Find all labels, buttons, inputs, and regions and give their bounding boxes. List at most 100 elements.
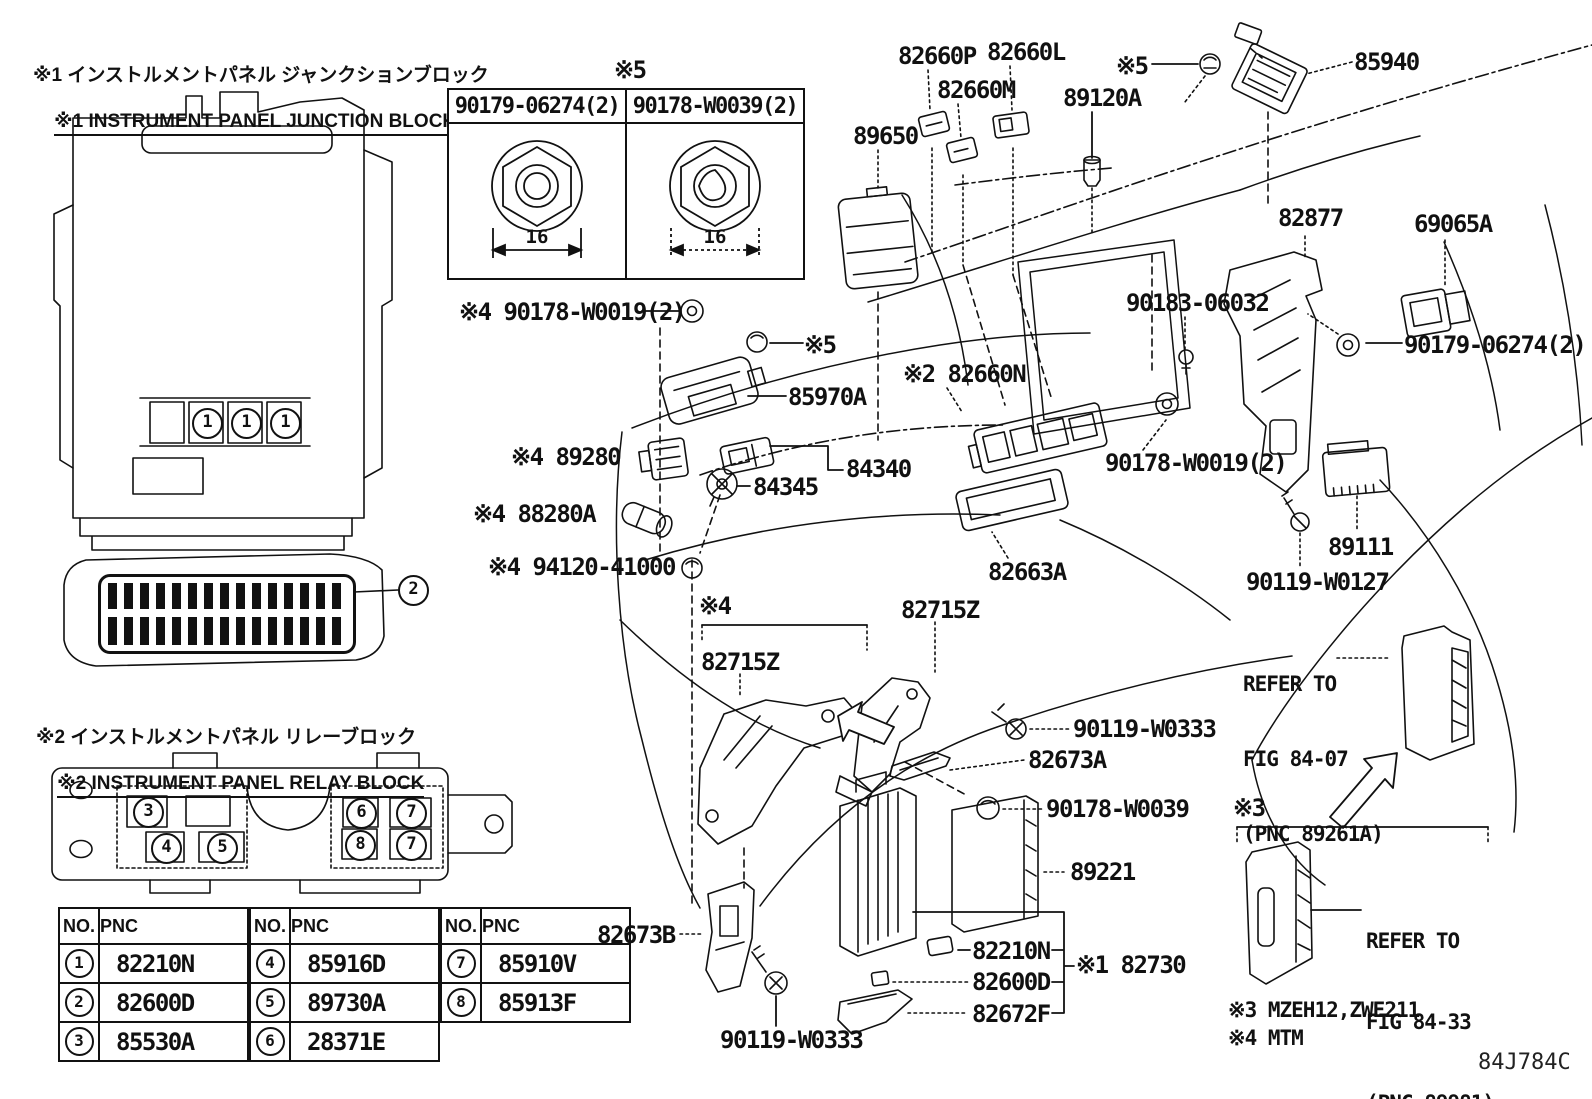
part-label-82715z-a: 82715Z	[701, 648, 780, 676]
junction-block-header: ※1 インストルメントパネル ジャンクションブロック ※1 INSTRUMENT…	[33, 18, 489, 159]
part-label-82672f: 82672F	[972, 1000, 1051, 1028]
junction-block-drawing	[53, 91, 393, 551]
arrow-right-icon	[837, 701, 895, 745]
part-label-82715z-b: 82715Z	[901, 596, 980, 624]
relay-header-en: ※2 INSTRUMENT PANEL RELAY BLOCK	[57, 772, 425, 798]
callout-junction-1c: 1	[270, 408, 301, 439]
part-label-note5-top: ※5	[1116, 52, 1149, 80]
refer-fig-84-07: REFER TO FIG 84-07 (PNC 89261A)	[1243, 672, 1384, 846]
part-label-82673a: 82673A	[1028, 746, 1107, 774]
callout-relay-3: 3	[133, 797, 164, 828]
connector-pins	[98, 574, 356, 654]
part-label-note4-box: ※4	[699, 592, 732, 620]
bracket-82673b	[705, 881, 755, 993]
part-label-note5-mid: ※5	[804, 331, 837, 359]
callout-relay-8: 8	[345, 830, 376, 861]
callout-relay-6: 6	[346, 798, 377, 829]
pnc-col-pnc: PNC	[98, 907, 249, 945]
part-label-82210n: 82210N	[972, 937, 1051, 965]
module-89111	[1321, 439, 1391, 498]
part-label-82660m: 82660M	[937, 76, 1016, 104]
arrow-up-right-icon	[1329, 752, 1398, 829]
part-label-82600d: 82600D	[972, 968, 1051, 996]
nut-col-1: 90179-06274(2)	[447, 88, 627, 124]
part-label-note4-mtm: ※4 MTM	[1228, 1026, 1304, 1050]
module-85940	[1231, 43, 1308, 115]
junction-header-ja: ※1 インストルメントパネル ジャンクションブロック	[33, 65, 489, 86]
solid-leaders	[641, 63, 1489, 1027]
direction-arrows	[837, 701, 1398, 829]
part-label-89120a: 89120A	[1063, 84, 1142, 112]
dotted-leaders	[679, 61, 1489, 1014]
callout-junction-1b: 1	[231, 408, 262, 439]
svg-text:16: 16	[526, 226, 549, 248]
switch-82663a	[955, 468, 1069, 532]
part-label-84340: 84340	[846, 455, 912, 483]
part-label-82660p: 82660P	[898, 42, 977, 70]
part-label-89221: 89221	[1070, 858, 1136, 886]
module-note3	[1245, 841, 1313, 985]
part-label-90183-06032: 90183-06032	[1126, 289, 1270, 317]
callout-relay-5: 5	[207, 833, 238, 864]
refer-fig-84-33: REFER TO FIG 84-33 (PNC 89981)	[1366, 929, 1495, 1099]
part-label-note3-models: ※3 MZEH12,ZWE211	[1228, 998, 1420, 1022]
fusebox-82730	[839, 771, 917, 957]
part-label-90179-06274: 90179-06274(2)	[1404, 331, 1587, 359]
part-label-85970a: 85970A	[788, 383, 867, 411]
relay-header-ja: ※2 インストルメントパネル リレーブロック	[36, 727, 417, 748]
callout-relay-7b: 7	[396, 830, 427, 861]
part-label-90119-w0333-a: 90119-W0333	[1073, 715, 1217, 743]
switch-82660n	[967, 402, 1108, 474]
module-85970a	[660, 356, 767, 425]
part-label-82660n: ※2 82660N	[903, 360, 1027, 388]
part-label-90178-w0039: 90178-W0039	[1046, 795, 1190, 823]
connector-84340	[719, 436, 775, 475]
part-label-85940: 85940	[1354, 48, 1420, 76]
bracket-82877	[1223, 251, 1323, 493]
module-89650	[837, 186, 919, 290]
part-glyphs	[621, 22, 1475, 1035]
part-label-89650: 89650	[853, 122, 919, 150]
connector-69065a	[1400, 288, 1471, 338]
bracket-82673a	[889, 751, 951, 781]
part-label-84345: 84345	[753, 473, 819, 501]
junction-header-en: ※1 INSTRUMENT PANEL JUNCTION BLOCK	[54, 110, 457, 136]
part-label-89111: 89111	[1328, 533, 1394, 561]
callout-junction-1a: 1	[192, 408, 223, 439]
part-label-90178-w0019-a: ※4 90178-W0019(2)	[459, 298, 686, 326]
part-label-89280: ※4 89280	[511, 443, 622, 471]
svg-text:16: 16	[704, 226, 727, 248]
dashboard-art	[615, 135, 1592, 909]
nut-drawing-flange: 16	[490, 140, 584, 258]
pnc-col-no: NO.	[58, 907, 100, 945]
nut-col-2: 90178-W0039(2)	[625, 88, 805, 124]
module-fig84-07	[1401, 625, 1475, 761]
module-89221	[951, 795, 1039, 933]
part-label-82673b: 82673B	[597, 921, 676, 949]
dash-dot-lines	[699, 44, 1592, 476]
part-label-69065a: 69065A	[1414, 210, 1493, 238]
part-label-82877: 82877	[1278, 204, 1344, 232]
part-label-doc-code: 84J784C	[1478, 1050, 1571, 1075]
nut-spec-table: 90179-06274(2) 90178-W0039(2) 16	[447, 88, 805, 280]
callout-connector-2: 2	[398, 575, 429, 606]
cover-82672f	[837, 989, 913, 1035]
part-label-note5-table: ※5	[614, 56, 647, 84]
nut-drawing-torx: 16	[668, 140, 762, 258]
part-label-82663a: 82663A	[988, 558, 1067, 586]
part-label-82730: ※1 82730	[1076, 951, 1187, 979]
part-label-90178-w0019-b: 90178-W0019(2)	[1105, 449, 1288, 477]
part-label-90119-w0333-b: 90119-W0333	[720, 1026, 864, 1054]
